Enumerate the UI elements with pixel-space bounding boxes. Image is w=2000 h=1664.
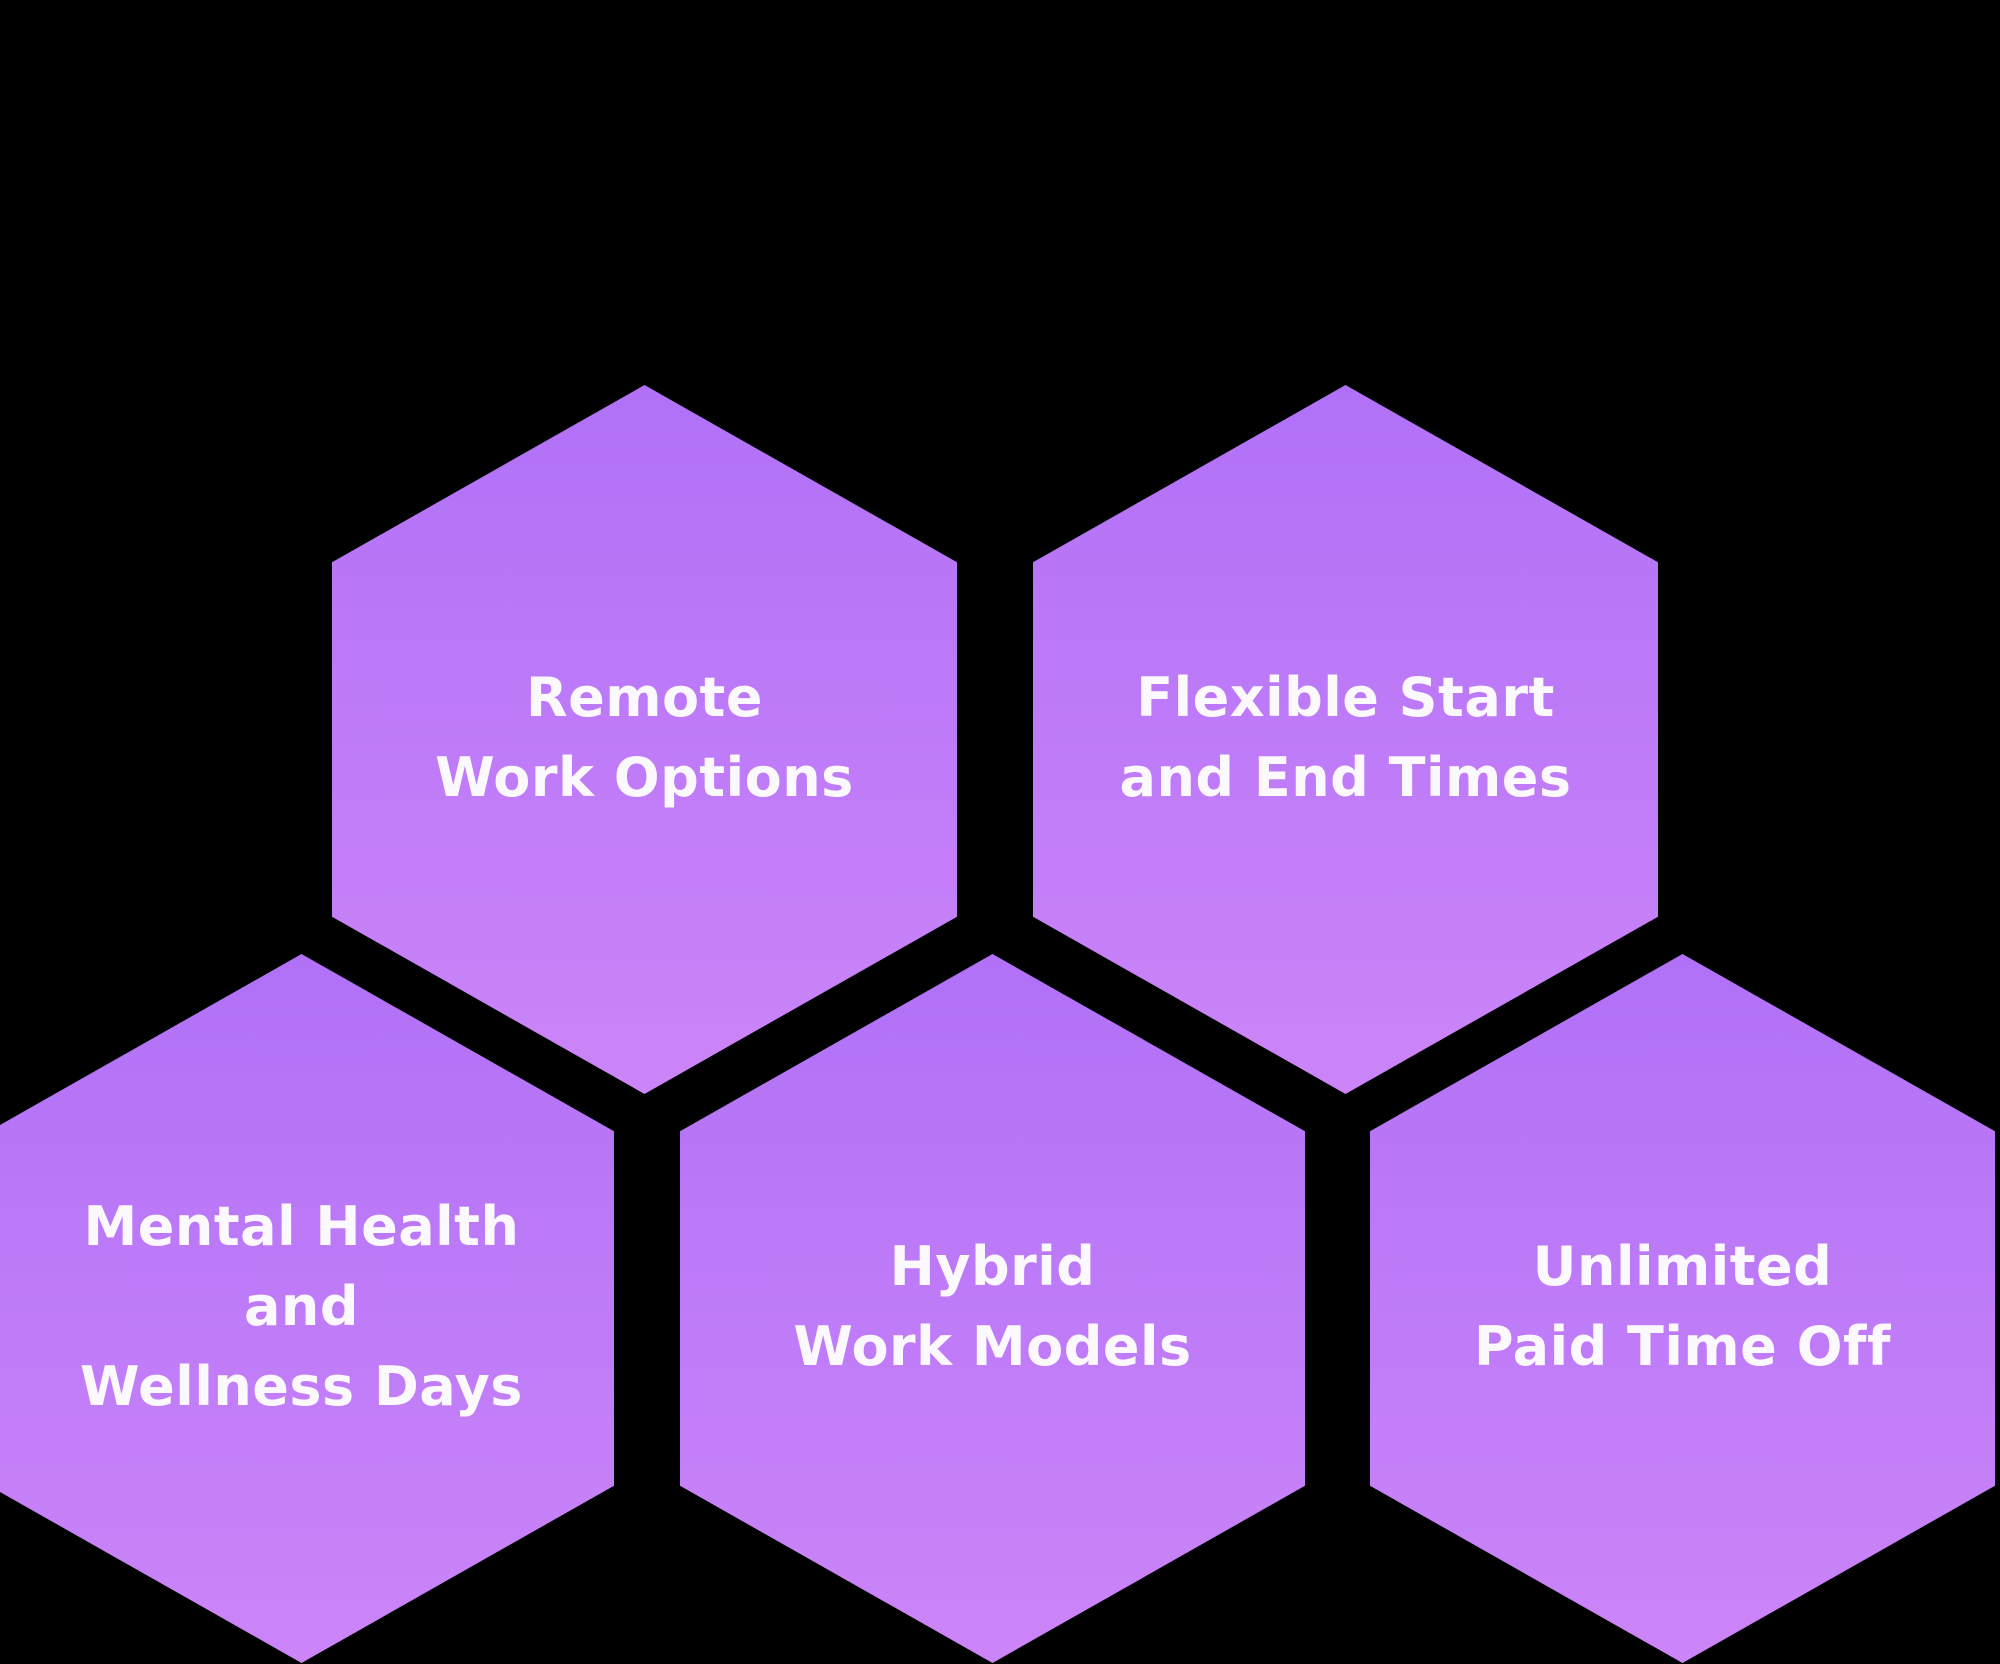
hexagon-flexible-start-and-end-times: Flexible Start and End Times <box>1033 385 1658 1094</box>
label-line: Wellness Days <box>80 1354 523 1418</box>
hexagon-label: Hybrid Work Models <box>793 1234 1192 1378</box>
label-line: Unlimited <box>1532 1234 1833 1298</box>
label-line: Hybrid <box>889 1234 1096 1298</box>
hexagon-label: Unlimited Paid Time Off <box>1474 1234 1891 1378</box>
label-line: Work Options <box>435 745 854 809</box>
hexagon-unlimited-paid-time-off: Unlimited Paid Time Off <box>1370 954 1995 1663</box>
hexagon-mental-health-wellness-days: Mental Health and Wellness Days <box>0 954 614 1663</box>
label-line: Paid Time Off <box>1474 1314 1891 1378</box>
label-line: Mental Health <box>83 1194 520 1258</box>
label-line: and <box>243 1274 360 1338</box>
label-line: Work Models <box>793 1314 1192 1378</box>
hexagon-label: Mental Health and Wellness Days <box>80 1194 523 1418</box>
label-line: Remote <box>525 665 763 729</box>
label-line: Flexible Start <box>1136 665 1555 729</box>
hexagon-remote-work-options: Remote Work Options <box>332 385 957 1094</box>
label-line: and End Times <box>1119 745 1572 809</box>
hexagon-hybrid-work-models: Hybrid Work Models <box>680 954 1305 1663</box>
hexagon-label: Remote Work Options <box>435 665 854 809</box>
hexagon-label: Flexible Start and End Times <box>1119 665 1572 809</box>
